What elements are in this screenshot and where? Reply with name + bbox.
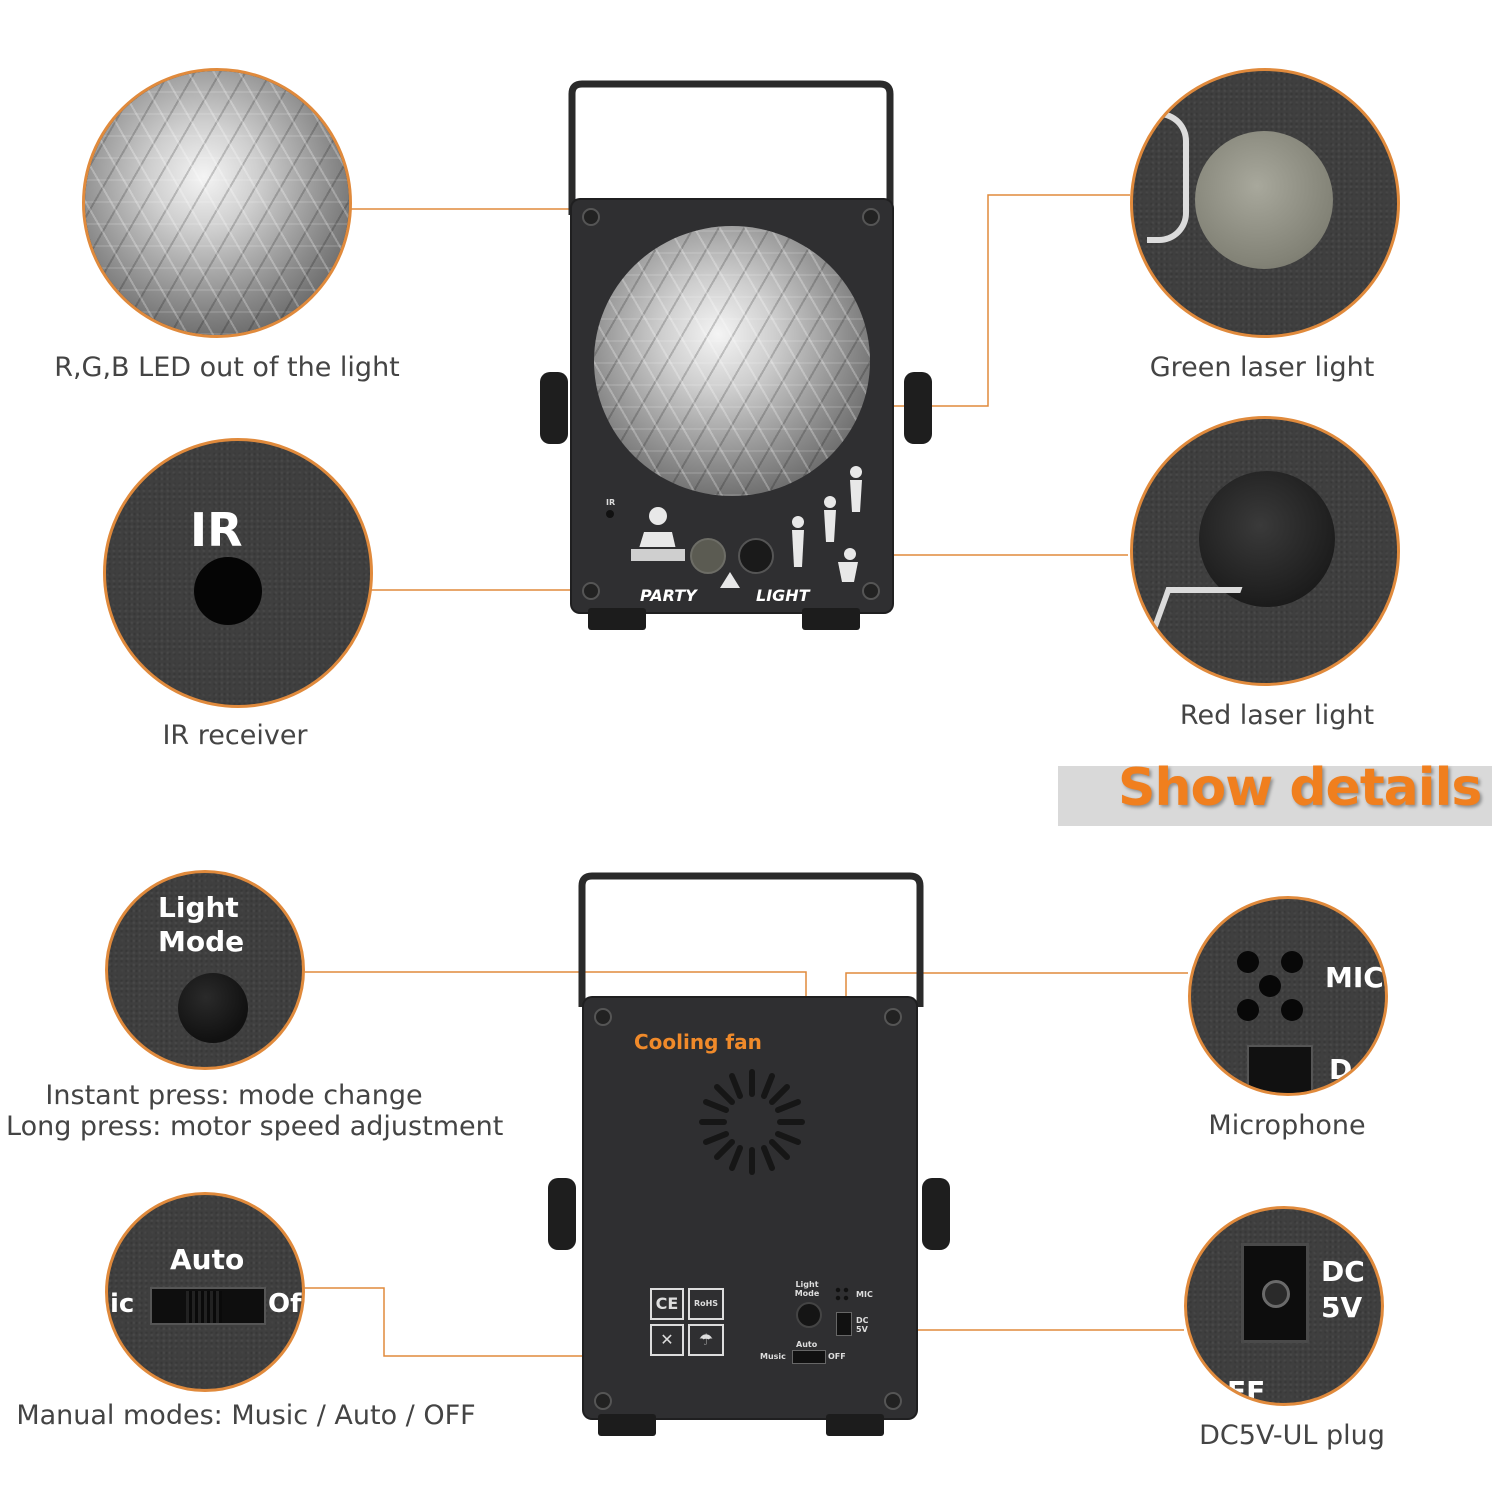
device-music-label: Music	[760, 1352, 786, 1361]
screw	[594, 1392, 612, 1410]
bottom-device: Cooling fan CE RoHS ✕ ☂ Light Mode MIC D…	[546, 872, 956, 1452]
green-laser-print	[1147, 111, 1189, 243]
device-light-mode-label: Light Mode	[794, 1280, 820, 1298]
ce-mark: CE	[650, 1288, 684, 1320]
green-laser-zoom	[1130, 68, 1400, 338]
caption-ir-receiver: IR receiver	[162, 720, 308, 751]
microphone-zoom: MIC D	[1188, 896, 1388, 1096]
top-crystal-ball	[594, 226, 870, 496]
screw	[884, 1392, 902, 1410]
ff-circle-label: FF	[1227, 1375, 1266, 1406]
dc-jack-zoom-top	[1247, 1045, 1313, 1093]
switch-slider-zoom	[186, 1291, 222, 1323]
foot	[826, 1414, 884, 1436]
caption-microphone: Microphone	[1208, 1110, 1366, 1141]
device-dc5v-label: DC 5V	[856, 1316, 869, 1334]
show-details-banner	[1058, 766, 1492, 826]
mic-holes-icon	[834, 1286, 850, 1302]
indoor-mark: ☂	[688, 1324, 724, 1356]
green-laser-lens	[1195, 131, 1333, 269]
ir-receiver-zoom: IR	[103, 438, 373, 708]
light-mode-button-zoom	[178, 973, 248, 1043]
caption-dc-plug: DC5V-UL plug	[1199, 1420, 1385, 1451]
ir-hole	[194, 557, 262, 625]
mic-circle-label: MIC	[1325, 961, 1384, 994]
mic-hole	[1259, 975, 1281, 997]
caption-rgb-led: R,G,B LED out of the light	[54, 352, 400, 383]
bottom-left-knob	[548, 1178, 576, 1250]
caption-light-mode-2: Long press: motor speed adjustment	[6, 1111, 504, 1142]
top-handle	[568, 80, 894, 215]
dc-pin	[1262, 1280, 1290, 1308]
mic-hole	[1281, 951, 1303, 973]
screw	[582, 208, 600, 226]
ir-circle-label: IR	[190, 503, 243, 557]
foot	[588, 608, 646, 630]
rgb-led-zoom	[82, 68, 352, 338]
dc-jack	[836, 1312, 852, 1336]
top-body: IR PARTY LIGHT	[572, 200, 892, 612]
device-ir-label: IR	[606, 498, 616, 507]
foot	[598, 1414, 656, 1436]
mic-hole	[1237, 999, 1259, 1021]
music-circle-label: ic	[110, 1289, 135, 1319]
weee-mark: ✕	[650, 1324, 684, 1356]
screw	[862, 208, 880, 226]
mic-holes-zoom	[1231, 947, 1311, 1027]
red-laser-window	[738, 538, 774, 574]
dancers-icon	[792, 466, 862, 582]
dj-icon	[629, 507, 687, 563]
bottom-right-knob	[922, 1178, 950, 1250]
top-right-knob	[904, 372, 932, 444]
caption-red-laser: Red laser light	[1179, 700, 1375, 731]
screw	[582, 582, 600, 600]
rohs-mark: RoHS	[688, 1288, 724, 1320]
light-circle-label: Light	[158, 891, 239, 924]
cooling-fan-label: Cooling fan	[634, 1030, 762, 1054]
caption-light-mode-1: Instant press: mode change	[45, 1080, 423, 1111]
top-device: IR PARTY LIGHT	[536, 80, 936, 640]
screw	[884, 1008, 902, 1026]
d-circle-label: D	[1329, 1053, 1353, 1086]
device-auto-label: Auto	[796, 1340, 818, 1349]
manual-switch-zoom: Auto ic Of	[105, 1192, 305, 1392]
light-mode-button[interactable]	[796, 1302, 822, 1328]
5v-circle-label: 5V	[1321, 1291, 1363, 1324]
dc-plug-zoom: DC 5V FF	[1184, 1206, 1384, 1406]
mode-switch[interactable]	[792, 1350, 826, 1364]
red-laser-zoom	[1130, 416, 1400, 686]
caption-manual-modes: Manual modes: Music / Auto / OFF	[16, 1400, 476, 1431]
caption-green-laser: Green laser light	[1149, 352, 1375, 383]
top-left-knob	[540, 372, 568, 444]
green-laser-window	[690, 538, 726, 574]
bottom-handle	[578, 872, 924, 1007]
device-mic-label: MIC	[856, 1290, 873, 1299]
bottom-body: Cooling fan CE RoHS ✕ ☂ Light Mode MIC D…	[584, 998, 916, 1418]
mic-hole	[1281, 999, 1303, 1021]
screw	[862, 582, 880, 600]
rgb-led-ball	[85, 71, 349, 335]
off-circle-label: Of	[268, 1289, 302, 1319]
auto-circle-label: Auto	[170, 1243, 245, 1276]
device-ir-window	[606, 510, 614, 518]
light-mode-zoom: Light Mode	[105, 870, 305, 1070]
laser-warning-icon	[720, 572, 740, 588]
fan-vent-icon	[699, 1069, 805, 1175]
foot	[802, 608, 860, 630]
screw	[594, 1008, 612, 1026]
red-laser-lens	[1199, 471, 1335, 607]
device-light-label: LIGHT	[756, 586, 810, 605]
mic-hole	[1237, 951, 1259, 973]
mode-circle-label: Mode	[158, 925, 245, 958]
dc-jack-zoom	[1241, 1243, 1309, 1343]
device-off-label: OFF	[828, 1352, 846, 1361]
show-details-text: Show details	[1118, 758, 1482, 818]
dc-circle-label: DC	[1321, 1255, 1365, 1288]
red-laser-print	[1133, 587, 1243, 683]
device-party-label: PARTY	[640, 586, 697, 605]
